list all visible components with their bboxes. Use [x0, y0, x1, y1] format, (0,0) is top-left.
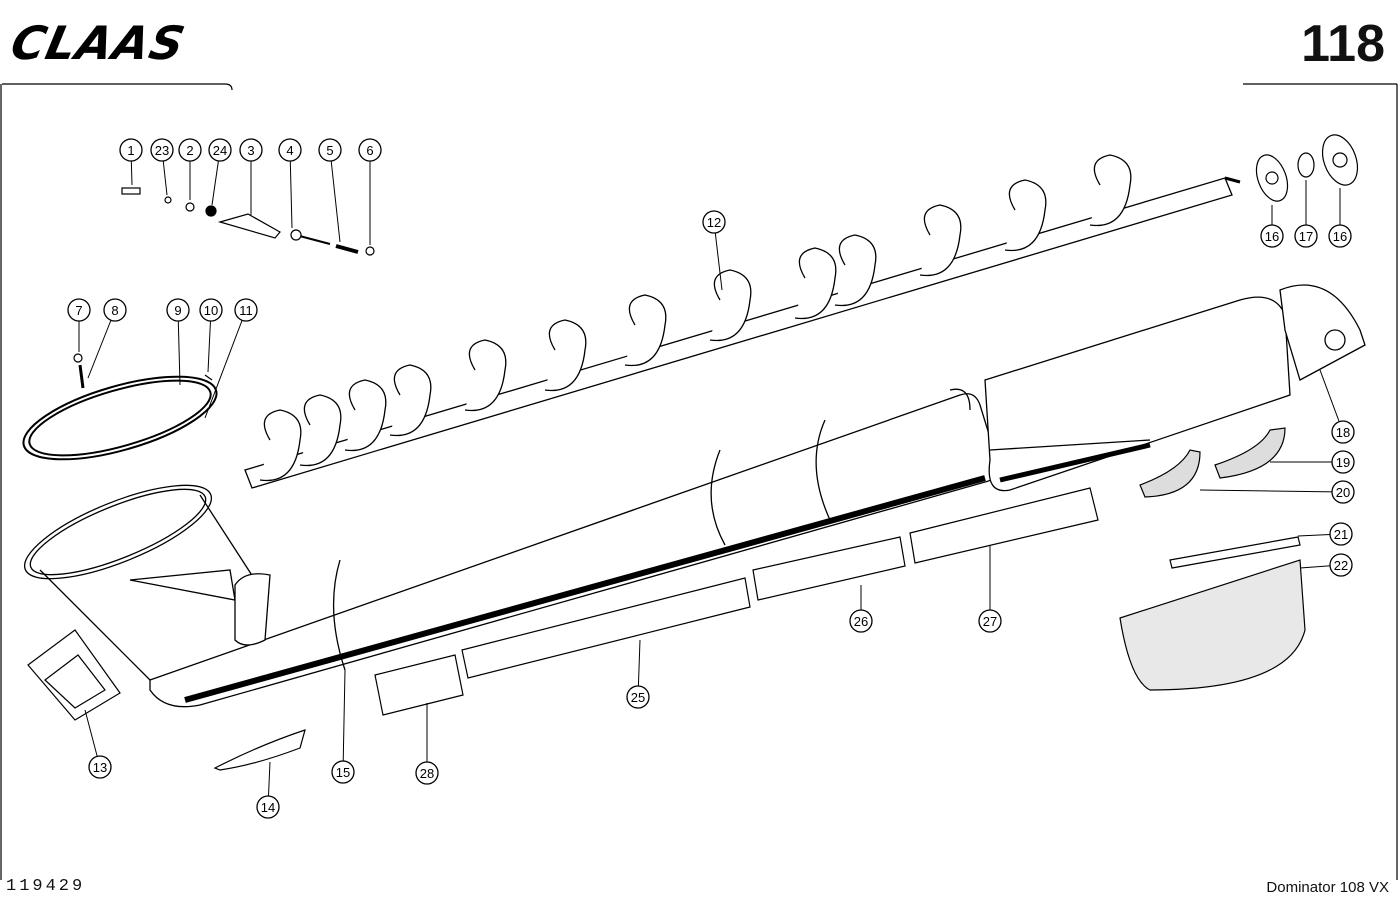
callout-circle: [626, 685, 650, 709]
callout-label: 18: [1336, 425, 1350, 440]
callout-circle: [415, 761, 439, 785]
callout-circle: [849, 609, 873, 633]
callout-label: 5: [326, 143, 333, 158]
callout-leader: [1199, 489, 1344, 493]
callout-label: 17: [1299, 229, 1313, 244]
callout-label: 27: [983, 614, 997, 629]
callout-circle: [234, 298, 258, 322]
callout-label: 24: [213, 143, 227, 158]
callout-label: 7: [75, 303, 82, 318]
callout-circle: [88, 755, 112, 779]
auger-flight: [709, 269, 752, 342]
callout-circle: [1331, 480, 1355, 504]
callout-circle: [208, 138, 232, 162]
page-number: 118: [1301, 15, 1385, 73]
callout-group: 1 23 2 24 3 4 5 6 7 8 9 10 11 12 16 17 16 18 19 20 21 22 13 14 1…: [67, 138, 1355, 819]
callout-label: 21: [1334, 527, 1348, 542]
callout-leader: [342, 669, 346, 773]
callout-circle: [150, 138, 174, 162]
callout-label: 6: [366, 143, 373, 158]
callout-label: 25: [631, 690, 645, 705]
callout-circle: [119, 138, 143, 162]
callout-label: 2: [186, 143, 193, 158]
brush-box: [1119, 536, 1306, 691]
callout-label: 16: [1265, 229, 1279, 244]
auger-flight: [299, 394, 342, 467]
auger-flight: [259, 409, 302, 482]
auger-shaft: [244, 154, 1241, 489]
callout-label: 12: [707, 215, 721, 230]
auger-flight: [624, 294, 667, 367]
callout-circle: [239, 138, 263, 162]
auger-flight: [1089, 154, 1132, 227]
callout-label: 9: [174, 303, 181, 318]
callout-label: 28: [420, 766, 434, 781]
drawing-number: 119429: [6, 877, 86, 896]
callout-circle: [1329, 553, 1353, 577]
auger-flight: [544, 319, 587, 392]
callout-label: 11: [239, 303, 253, 318]
auger-flight: [464, 339, 507, 412]
hopper-elbow: [23, 484, 271, 681]
auger-flight: [919, 204, 962, 277]
callout-label: 26: [854, 614, 868, 629]
callout-circle: [358, 138, 382, 162]
callout-leader: [204, 309, 247, 419]
callout-circle: [178, 138, 202, 162]
callout-label: 4: [286, 143, 293, 158]
callout-label: 14: [261, 800, 275, 815]
callout-label: 10: [204, 303, 218, 318]
callout-label: 16: [1333, 229, 1347, 244]
callout-circle: [978, 609, 1002, 633]
callout-circle: [1331, 420, 1355, 444]
callout-circle: [166, 298, 190, 322]
callout-label: 13: [93, 760, 107, 775]
small-parts-lower: [27, 629, 306, 771]
auger-flight: [344, 379, 387, 452]
callout-circle: [318, 138, 342, 162]
callout-circle: [1331, 450, 1355, 474]
callout-label: 22: [1334, 558, 1348, 573]
callout-circle: [1260, 224, 1284, 248]
ring-parts: [22, 375, 218, 461]
callout-leader: [289, 149, 293, 229]
callout-leader: [87, 309, 116, 379]
hardware-small: [73, 187, 375, 389]
callout-leader: [329, 149, 341, 243]
callout-circle: [278, 138, 302, 162]
auger-flight: [834, 234, 877, 307]
callout-label: 8: [111, 303, 118, 318]
callout-label: 15: [336, 765, 350, 780]
flight-plates: [1139, 427, 1286, 498]
callout-label: 20: [1336, 485, 1350, 500]
callout-label: 1: [127, 143, 134, 158]
auger-flight: [389, 364, 432, 437]
callout-circle: [1328, 224, 1352, 248]
auger-flight: [1004, 179, 1047, 252]
callout-circle: [1294, 224, 1318, 248]
model-name: Dominator 108 VX: [1266, 879, 1389, 896]
callout-label: 19: [1336, 455, 1350, 470]
callout-circle: [331, 760, 355, 784]
callout-label: 3: [247, 143, 254, 158]
upper-tube: [984, 284, 1366, 492]
callout-circle: [256, 795, 280, 819]
bearing-parts: [1255, 134, 1359, 202]
callout-circle: [1329, 522, 1353, 546]
callout-circle: [67, 298, 91, 322]
callout-circle: [702, 210, 726, 234]
callout-circle: [103, 298, 127, 322]
callout-label: 23: [155, 143, 169, 158]
callout-circle: [199, 298, 223, 322]
wear-strips: [374, 487, 1099, 716]
auger-flight: [794, 247, 837, 320]
callout-leader: [177, 309, 181, 386]
